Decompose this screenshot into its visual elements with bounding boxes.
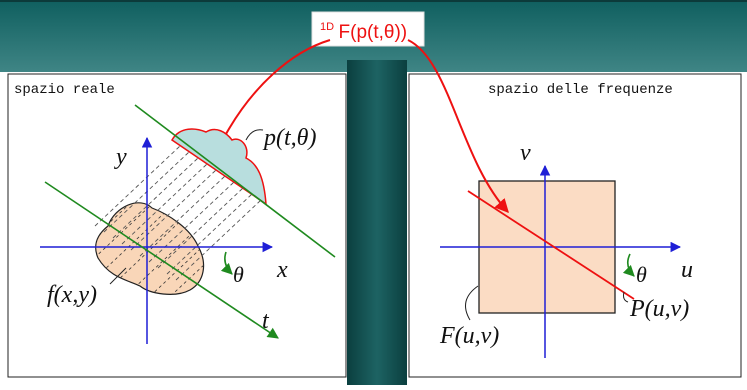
right-angle-arc [622,253,635,277]
real-space-title: spazio reale [14,82,115,98]
square-label: F(u,v) [439,323,499,349]
transform-superscript: 1D [320,21,334,33]
detector-line [134,104,336,258]
transform-arrow-right [407,39,509,214]
object-label: f(x,y) [47,282,97,308]
v-axis-label: v [520,140,531,166]
square-leader [465,285,479,321]
projection-label: p(t,θ) [262,125,316,151]
left-angle-label: θ [233,262,244,287]
frequency-space-title: spazio delle frequenze [488,82,673,98]
u-axis-label: u [681,257,693,283]
object-leader [109,267,127,285]
transform-arrow-left [225,39,331,135]
transform-label-box [311,11,425,47]
projection-leader [245,129,264,141]
x-axis-label: x [276,257,288,283]
transform-main: F(p(t,θ)) [339,22,408,43]
projection-profile [171,128,267,206]
right-angle-label: θ [636,262,647,287]
teal-vertical-bar [347,60,407,385]
t-axis-label: t [262,308,270,334]
transform-label: 1D F(p(t,θ)) [320,17,407,43]
y-axis-label: y [114,144,127,170]
slice-label: P(u,v) [629,296,689,322]
slice-leader [623,291,629,303]
angle-arc [220,251,233,275]
t-axis [44,181,279,339]
